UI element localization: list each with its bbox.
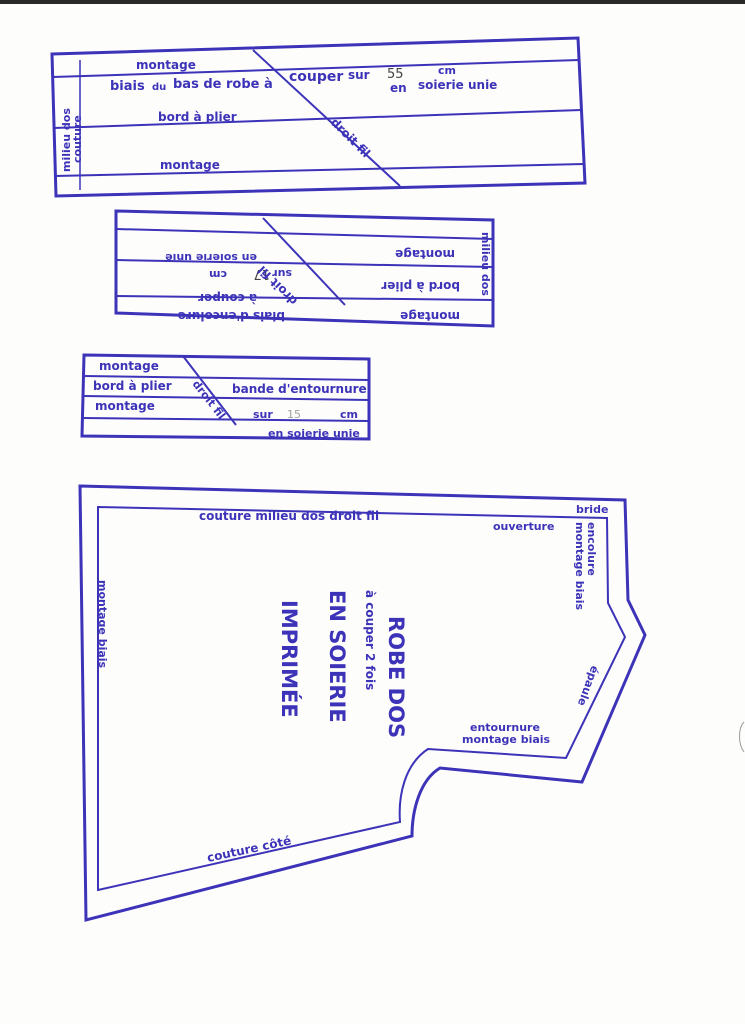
strip2-length: 17 [253, 266, 270, 281]
back-couture-milieu: couture milieu dos droit fil [199, 509, 379, 523]
strip-hem-bias: montage biais du bas de robe à couper su… [50, 36, 587, 198]
strip2-milieu: milieu dos [479, 232, 492, 296]
strip1-en: en [390, 81, 407, 95]
strip2-sur: sur [272, 267, 292, 280]
back-encolure: encolure [585, 522, 598, 576]
strip2-a-couper: à couper [198, 291, 257, 305]
strip3-length: 15 [287, 408, 301, 421]
back-montage-biais-left: montage biais [96, 580, 109, 669]
strip1-title-bas: bas de robe à [173, 77, 273, 92]
strip2-title: biais d'encolure [178, 309, 285, 323]
back-couture-cote: couture côté [206, 833, 293, 865]
back-bride: bride [576, 503, 608, 516]
strip1-montage-bottom: montage [160, 158, 220, 172]
strip1-fabric: soierie unie [418, 78, 497, 92]
back-title-a-couper: à couper 2 fois [363, 590, 377, 690]
back-entournure: entournure [470, 721, 540, 734]
strip1-droit-fil: droit fil [328, 115, 373, 160]
strip3-droit-fil: droit fil [190, 378, 228, 422]
strip1-title-biais: biais [110, 79, 145, 94]
strip3-montage-mid: montage [95, 399, 155, 413]
back-epaule: épaule [575, 664, 602, 708]
strip1-cm: cm [438, 64, 456, 77]
dress-back-piece: couture milieu dos droit fil ouverture b… [78, 484, 647, 922]
strip1-title-du: du [152, 82, 166, 93]
strip3-fabric: en soierie unie [268, 427, 360, 440]
back-title-robe-dos: ROBE DOS [384, 616, 408, 738]
strip3-montage-top: montage [99, 359, 159, 373]
strip2-fabric: en soierie unie [165, 251, 257, 264]
strip1-couture: couture [71, 115, 84, 163]
back-title-imprimee: IMPRIMÉE [277, 600, 302, 718]
back-montage-biais-arm: montage biais [462, 733, 551, 746]
strip3-bord: bord à plier [93, 379, 172, 393]
strip1-montage-top: montage [136, 58, 196, 72]
back-ouverture: ouverture [493, 520, 554, 533]
back-montage-biais-neck: montage biais [573, 522, 586, 611]
strip1-bord: bord à plier [158, 110, 237, 124]
scan-top-edge [0, 0, 745, 4]
back-title-en-soierie: EN SOIERIE [325, 590, 349, 723]
strip1-length: 55 [387, 67, 404, 82]
strip-neck-bias: biais d'encolure à couper sur 17 cm en s… [114, 209, 495, 328]
strip1-couper: couper [289, 69, 343, 85]
scan-edge-mark [739, 721, 745, 753]
strip2-montage-inner: montage [395, 247, 455, 261]
strip3-sur: sur [253, 408, 273, 421]
strip1-milieu: milieu dos [60, 108, 73, 172]
strip3-cm: cm [340, 408, 358, 421]
strip-armhole-band: montage bord à plier bande d'entournure … [80, 353, 371, 441]
strip1-sur: sur [348, 68, 370, 82]
strip2-montage-bottom: montage [400, 309, 460, 323]
strip2-cm: cm [209, 268, 227, 281]
strip3-bande: bande d'entournure [232, 382, 367, 396]
strip2-bord: bord à plier [381, 279, 460, 293]
